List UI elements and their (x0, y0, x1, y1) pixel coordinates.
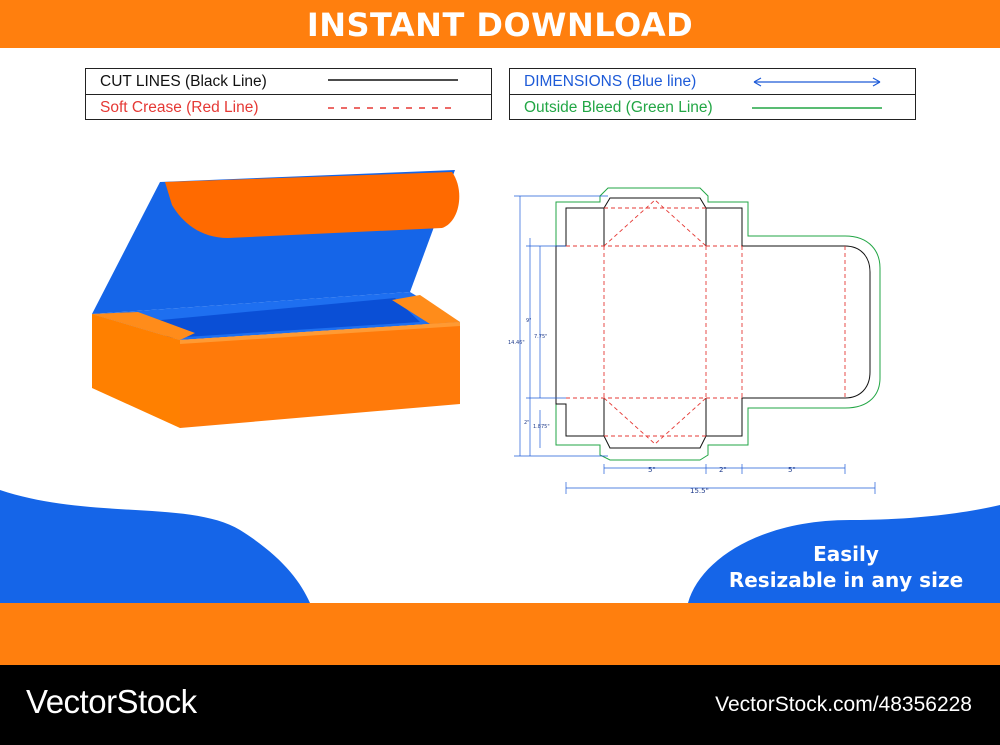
dim-depth: 2" (524, 420, 529, 426)
dim-height-panel: 9" (526, 318, 531, 324)
legend-crease-label: Soft Crease (Red Line) (100, 99, 259, 116)
left-inner-flap (92, 312, 195, 340)
crease-lines (566, 199, 846, 445)
footer-bar: VectorStock VectorStock.com/48356228 (0, 665, 1000, 745)
box-left-wall (92, 314, 180, 428)
legend-row-dimensions: DIMENSIONS (Blue line) (510, 69, 915, 94)
dim-total-width: 15.5" (690, 487, 709, 495)
vectorstock-logo[interactable]: VectorStock (26, 683, 197, 720)
cut-outline (555, 197, 871, 449)
legend-row-crease: Soft Crease (Red Line) (86, 94, 491, 120)
legend-left: CUT LINES (Black Line) Soft Crease (Red … (85, 68, 492, 120)
bottom-orange-bar (0, 603, 1000, 665)
vectorstock-url[interactable]: VectorStock.com/48356228 (715, 693, 972, 716)
legend-cut-label: CUT LINES (Black Line) (100, 73, 267, 90)
promo-text: Easily Resizable in any size (720, 541, 972, 593)
bleed-line-sample (752, 107, 882, 109)
right-inner-flap (392, 295, 460, 324)
left-blue-wave (0, 490, 310, 603)
dimension-arrow-sample (753, 77, 881, 87)
instant-download-banner: INSTANT DOWNLOAD (0, 0, 1000, 48)
lid-front-flap (165, 172, 460, 238)
dim-height-inner: 7.75" (534, 334, 547, 340)
legend-row-bleed: Outside Bleed (Green Line) (510, 94, 915, 120)
dimension-lines (514, 195, 876, 494)
dim-depth-inner: 1.875" (533, 424, 550, 430)
box-inner-floor (92, 292, 460, 340)
legend-bleed-label: Outside Bleed (Green Line) (524, 99, 713, 116)
lid-inner-panel (92, 170, 455, 314)
dimension-labels: 5" 2" 5" 15.5" 14.46" 9" 7.75" 2" 1.875" (508, 318, 796, 495)
bleed-outline (555, 187, 881, 461)
dim-width-2: 2" (719, 466, 727, 474)
box-front-wall (180, 322, 460, 428)
front-wall-rim (180, 322, 460, 344)
promo-line-2: Resizable in any size (728, 568, 964, 592)
dim-width-1: 5" (648, 466, 656, 474)
cut-line-sample (328, 79, 458, 81)
legend-row-cut: CUT LINES (Black Line) (86, 69, 491, 94)
dim-total-height: 14.46" (508, 340, 525, 346)
dim-width-3: 5" (788, 466, 796, 474)
box-inner-back-wall (140, 298, 420, 338)
legend-dimensions-label: DIMENSIONS (Blue line) (524, 73, 697, 90)
legend-right: DIMENSIONS (Blue line) Outside Bleed (Gr… (509, 68, 916, 120)
crease-line-sample (328, 107, 458, 109)
promo-line-1: Easily (813, 542, 879, 566)
